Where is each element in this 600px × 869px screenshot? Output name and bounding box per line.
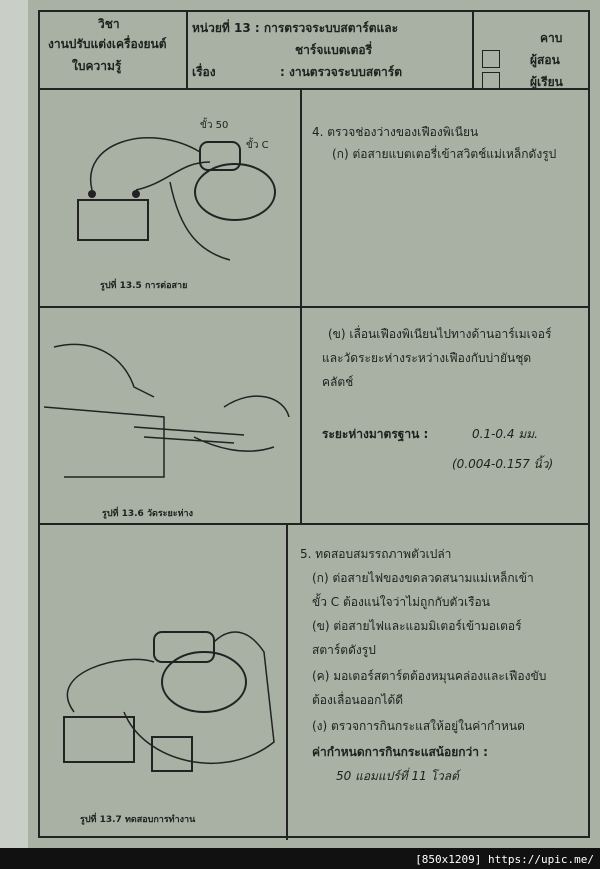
step4-title: 4. ตรวจช่องว่างของเฟืองพิเนียน	[312, 125, 479, 139]
paper-edge	[0, 0, 28, 848]
learner-checkbox[interactable]	[482, 72, 500, 90]
step5-b-line1: (ข) ต่อสายไฟและแอมมิเตอร์เข้ามอเตอร์	[312, 619, 522, 633]
worksheet-table: วิชา งานปรับแต่งเครื่องยนต์ ใบความรู้ หน…	[38, 10, 590, 840]
learner-label: ผู้เรียน	[530, 75, 563, 89]
figure-caption: รูปที่ 13.7 ทดสอบการทำงาน	[80, 815, 196, 825]
terminal-50-label: ขั้ว 50	[200, 120, 229, 131]
figure-caption: รูปที่ 13.6 วัดระยะห่าง	[102, 509, 194, 519]
step5-c-line2: ต้องเลื่อนออกได้ดี	[312, 693, 404, 707]
step4-a: (ก) ต่อสายแบตเตอรี่เข้าสวิตช์แม่เหล็กดัง…	[332, 147, 557, 161]
topic-label: เรื่อง	[192, 65, 216, 79]
starter-wiring-illustration	[77, 137, 276, 261]
subject-label: วิชา	[98, 17, 120, 31]
standard-gap-mm: 0.1-0.4 มม.	[472, 427, 538, 441]
step4-b-line2: และวัดระยะห่างระหว่างเฟืองกับบ่ายันชุด	[322, 351, 532, 365]
unit-title: หน่วยที่ 13 : การตรวจระบบสตาร์ตและ	[192, 21, 399, 35]
standard-gap-label: ระยะห่างมาตรฐาน :	[322, 427, 429, 441]
step5-a-line2: ขั้ว C ต้องแน่ใจว่าไม่ถูกกับตัวเรือน	[312, 595, 490, 609]
step5-a-line1: (ก) ต่อสายไฟของขดลวดสนามแม่เหล็กเข้า	[312, 571, 534, 585]
period-label: คาบ	[540, 31, 563, 45]
teacher-label: ผู้สอน	[530, 53, 560, 67]
doc-type: ใบความรู้	[72, 59, 122, 73]
gear-gap-measure-illustration	[44, 343, 290, 478]
topic: : งานตรวจระบบสตาร์ต	[280, 65, 403, 79]
standard-gap-inch: (0.004-0.157 นิ้ว)	[452, 457, 554, 471]
teacher-checkbox[interactable]	[482, 50, 500, 68]
step4-b-line1: (ข) เลื่อนเฟืองพิเนียนไปทางด้านอาร์เมเจอ…	[328, 327, 552, 341]
no-load-test-illustration	[63, 631, 275, 772]
terminal-c-label: ขั้ว C	[246, 140, 269, 151]
unit-title-cont: ชาร์จแบตเตอรี่	[295, 43, 373, 57]
step5-d: (ง) ตรวจการกินกระแสให้อยู่ในค่ากำหนด	[312, 719, 525, 733]
step4-b-line3: คลัตช์	[322, 375, 354, 389]
step5-title: 5. ทดสอบสมรรถภาพตัวเปล่า	[300, 547, 452, 561]
subject-name: งานปรับแต่งเครื่องยนต์	[48, 37, 167, 51]
image-host-footer: [850x1209] https://upic.me/	[415, 853, 594, 866]
figure-caption: รูปที่ 13.5 การต่อสาย	[100, 281, 188, 291]
current-spec-label: ค่ากำหนดการกินกระแสน้อยกว่า :	[312, 745, 488, 759]
current-spec-value: 50 แอมแปร์ที่ 11 โวลต์	[336, 769, 459, 783]
step5-c-line1: (ค) มอเตอร์สตาร์ตต้องหมุนคล่องและเฟืองขั…	[312, 669, 547, 683]
step5-b-line2: สตาร์ตดังรูป	[312, 643, 376, 657]
